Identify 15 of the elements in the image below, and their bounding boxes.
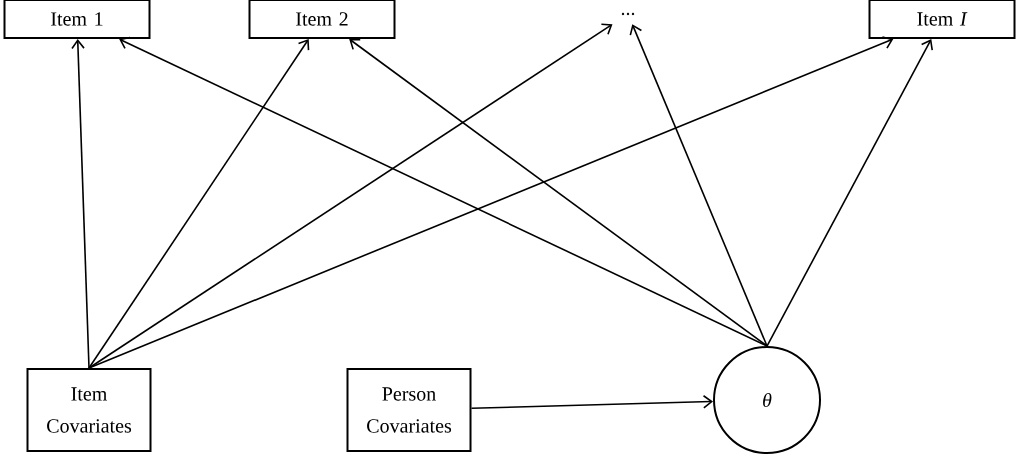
arrow [349, 38, 768, 347]
arrow [766, 39, 933, 347]
covariates-box: Person Covariates [346, 368, 472, 452]
arrow [88, 36, 894, 369]
arrow [88, 23, 613, 369]
covariates-box: Item Covariates [26, 368, 152, 452]
arrow [470, 394, 714, 410]
item-box: Item 2 [248, 0, 396, 39]
arrow [88, 39, 310, 369]
arrow [71, 39, 90, 369]
ellipsis-text: ... [621, 12, 635, 16]
arrow [629, 24, 768, 347]
item-box: Item I [868, 0, 1016, 39]
item-box: Item 1 [3, 0, 151, 39]
arrow [119, 36, 768, 347]
